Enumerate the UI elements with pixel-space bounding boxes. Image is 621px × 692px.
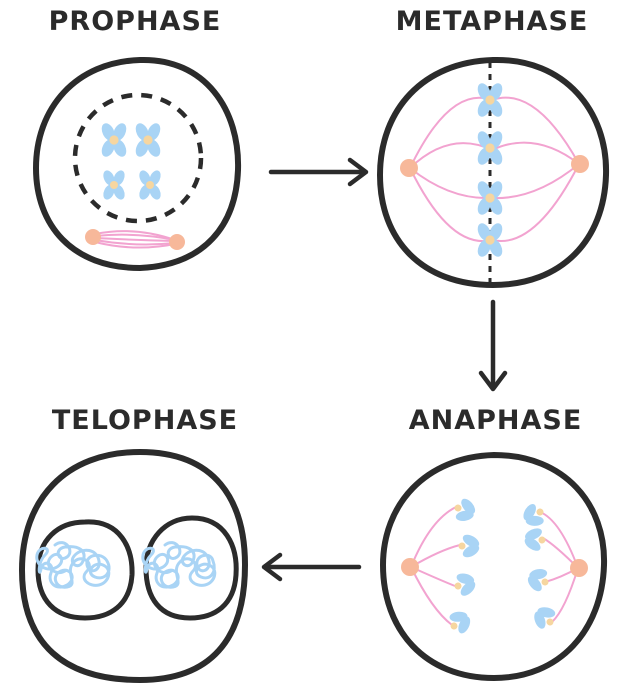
anaphase-centrosome-right	[570, 559, 588, 577]
anaphase-centrosome-left	[401, 558, 419, 576]
anaphase-chromosomes-left	[443, 493, 482, 640]
anaphase-label: ANAPHASE	[408, 405, 583, 436]
metaphase-spindle	[409, 96, 580, 243]
metaphase-centrosome-left	[400, 159, 418, 177]
telophase-cell	[19, 449, 248, 683]
arrow-to-anaphase	[478, 299, 508, 392]
centrosome-right	[169, 234, 185, 250]
centrosome-left	[85, 229, 101, 245]
metaphase-membrane	[377, 56, 610, 288]
prophase-chromosomes	[99, 121, 163, 202]
metaphase-cell	[377, 56, 610, 288]
prophase-membrane	[33, 56, 242, 271]
anaphase-cell	[380, 452, 608, 681]
anaphase-chromosomes-right	[516, 498, 562, 635]
daughter-nucleus-right	[141, 515, 239, 621]
telophase-label: TELOPHASE	[51, 405, 239, 436]
prophase-spindle	[85, 229, 185, 250]
anaphase-membrane	[380, 452, 608, 681]
chromatin-right	[141, 541, 217, 589]
metaphase-centrosome-right	[571, 155, 589, 173]
arrow-to-telophase	[261, 552, 362, 582]
prophase-cell	[33, 56, 242, 271]
daughter-nucleus-left	[35, 519, 135, 621]
metaphase-label: METAPHASE	[395, 6, 589, 37]
anaphase-spindle	[410, 506, 579, 626]
prophase-label: PROPHASE	[48, 6, 222, 37]
nuclear-envelope-dashed	[72, 92, 204, 224]
chromatin-left	[35, 541, 111, 589]
telophase-membrane	[19, 449, 248, 683]
arrow-to-metaphase	[268, 157, 369, 187]
